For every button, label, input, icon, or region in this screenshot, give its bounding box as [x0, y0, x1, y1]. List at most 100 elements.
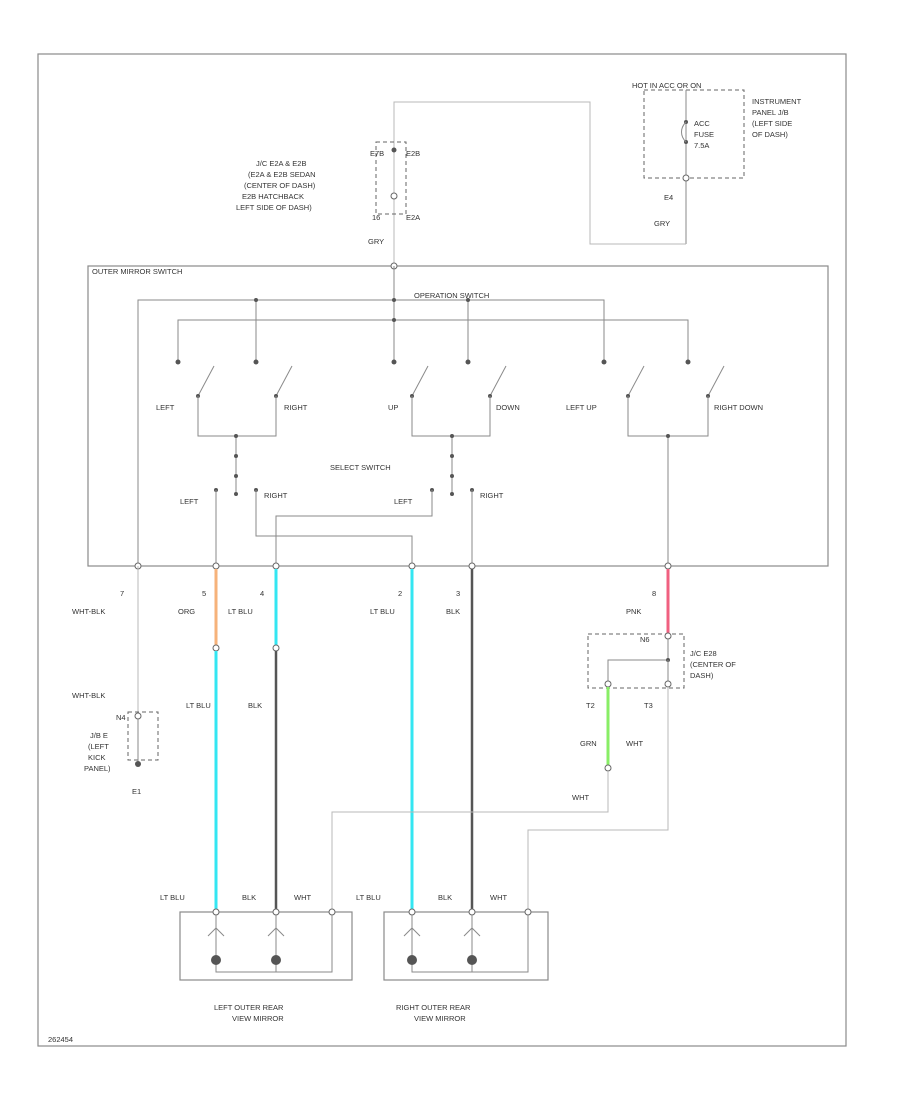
left-mirror-label-2: VIEW MIRROR	[232, 1014, 284, 1023]
blk-1-label: BLK	[446, 607, 460, 616]
op-switch-right	[275, 365, 293, 397]
wht-1-label: WHT	[626, 739, 643, 748]
org-label: ORG	[178, 607, 195, 616]
pin-8-label: 8	[652, 589, 656, 598]
left-motor-2-symbol	[267, 927, 285, 937]
pin-e7b-label: E7B	[370, 149, 384, 158]
footer-code: 262454	[48, 1035, 73, 1044]
m-blk-2-label: BLK	[438, 893, 452, 902]
right-mirror-pin-3	[524, 908, 532, 916]
right-motor-2-symbol	[463, 927, 481, 937]
sw-up-label: UP	[388, 403, 398, 412]
outer-mirror-switch-box	[87, 265, 829, 567]
sel-left-2-label: LEFT	[394, 497, 413, 506]
jc-e28-box	[587, 633, 685, 689]
blk-2-label: BLK	[248, 701, 262, 710]
sw-right-label: RIGHT	[284, 403, 308, 412]
pin-5-label: 5	[202, 589, 206, 598]
t2-label: T2	[586, 701, 595, 710]
bus-node-1	[254, 298, 258, 302]
bus-node-2	[392, 298, 396, 302]
n4-pin	[134, 712, 142, 720]
pnk-label: PNK	[626, 607, 641, 616]
e4-label: E4	[664, 193, 673, 202]
right-motor-common	[411, 915, 529, 973]
op-contact-4	[465, 359, 471, 365]
pin-2-label: 2	[398, 589, 402, 598]
left-mirror-motor-1	[211, 955, 221, 965]
ip-jb-label-1: INSTRUMENT	[752, 97, 802, 106]
pin-3-terminal	[468, 562, 476, 570]
jc-label-2: (E2A & E2B SEDAN	[248, 170, 316, 179]
select-node-1	[234, 434, 238, 438]
pin-8-terminal	[664, 562, 672, 570]
select-switch-label: SELECT SWITCH	[330, 463, 391, 472]
lt-blu-2-label: LT BLU	[370, 607, 395, 616]
operation-bus-wire	[177, 319, 689, 362]
jc-e2b-pin	[390, 192, 398, 200]
select-node-2	[450, 434, 454, 438]
bus-node-3	[466, 298, 470, 302]
pin-16-label: 16	[372, 213, 380, 222]
pin-7-label: 7	[120, 589, 124, 598]
select-contact-1b	[234, 474, 238, 478]
e4-connector	[682, 174, 690, 182]
pin-4-terminal	[272, 562, 280, 570]
right-mirror-label-1: RIGHT OUTER REAR	[396, 1003, 471, 1012]
left-motor-common	[215, 915, 333, 973]
op-switch-left-up	[627, 365, 645, 397]
t3-label: T3	[644, 701, 653, 710]
left-mirror-box	[179, 911, 353, 981]
jb-e-box	[127, 711, 159, 761]
jc-e28-label-2: (CENTER OF	[690, 660, 736, 669]
right-mirror-motor-2	[467, 955, 477, 965]
op-contact-1	[175, 359, 181, 365]
jc-label-3: (CENTER OF DASH)	[244, 181, 316, 190]
select-contact-2b	[450, 474, 454, 478]
right-mirror-pin-2	[468, 908, 476, 916]
jc-label-4: E2B HATCHBACK	[242, 192, 304, 201]
left-connector-1	[212, 644, 220, 652]
n4-label: N4	[116, 713, 126, 722]
left-mirror-pin-2	[272, 908, 280, 916]
m-lt-blu-1-label: LT BLU	[160, 893, 185, 902]
sel-right-2-label: RIGHT	[480, 491, 504, 500]
left-mirror-label-1: LEFT OUTER REAR	[214, 1003, 284, 1012]
right-mirror-motor-1	[407, 955, 417, 965]
select-contact-2c	[450, 492, 454, 496]
jc-e7b-pin	[391, 147, 397, 153]
bus-node-4	[392, 318, 396, 322]
right-mirror-label-2: VIEW MIRROR	[414, 1014, 466, 1023]
select-right-1-wire	[255, 490, 413, 566]
acc-fuse-label-3: 7.5A	[694, 141, 709, 150]
wht-wire-right-mirror	[527, 687, 669, 912]
diagram-frame	[37, 53, 847, 1047]
op-switch-right-down	[707, 365, 725, 397]
e1-label: E1	[132, 787, 141, 796]
jc-label-1: J/C E2A & E2B	[256, 159, 306, 168]
sw-left-up-label: LEFT UP	[566, 403, 597, 412]
select-left-2-wire	[275, 490, 433, 566]
wht-blk-2-label: WHT-BLK	[72, 691, 105, 700]
jc-label-5: LEFT SIDE OF DASH)	[236, 203, 312, 212]
left-mirror-pin-1	[212, 908, 220, 916]
instrument-panel-jb-box	[643, 89, 745, 179]
op-contact-2	[253, 359, 259, 365]
m-lt-blu-2-label: LT BLU	[356, 893, 381, 902]
sw-right-down-label: RIGHT DOWN	[714, 403, 763, 412]
jb-e-label-4: PANEL)	[84, 764, 111, 773]
right-mirror-box	[383, 911, 549, 981]
t2-pin	[604, 680, 612, 688]
grn-label: GRN	[580, 739, 597, 748]
lt-blu-3-label: LT BLU	[186, 701, 211, 710]
pin-e2a-label: E2A	[406, 213, 420, 222]
sw-left-label: LEFT	[156, 403, 175, 412]
ground-point	[135, 761, 141, 767]
n6-label: N6	[640, 635, 650, 644]
left-mirror-pin-3	[328, 908, 336, 916]
m-wht-2-label: WHT	[490, 893, 507, 902]
pin-5-terminal	[212, 562, 220, 570]
ip-jb-label-3: (LEFT SIDE	[752, 119, 792, 128]
operation-switch-label: OPERATION SWITCH	[414, 291, 489, 300]
